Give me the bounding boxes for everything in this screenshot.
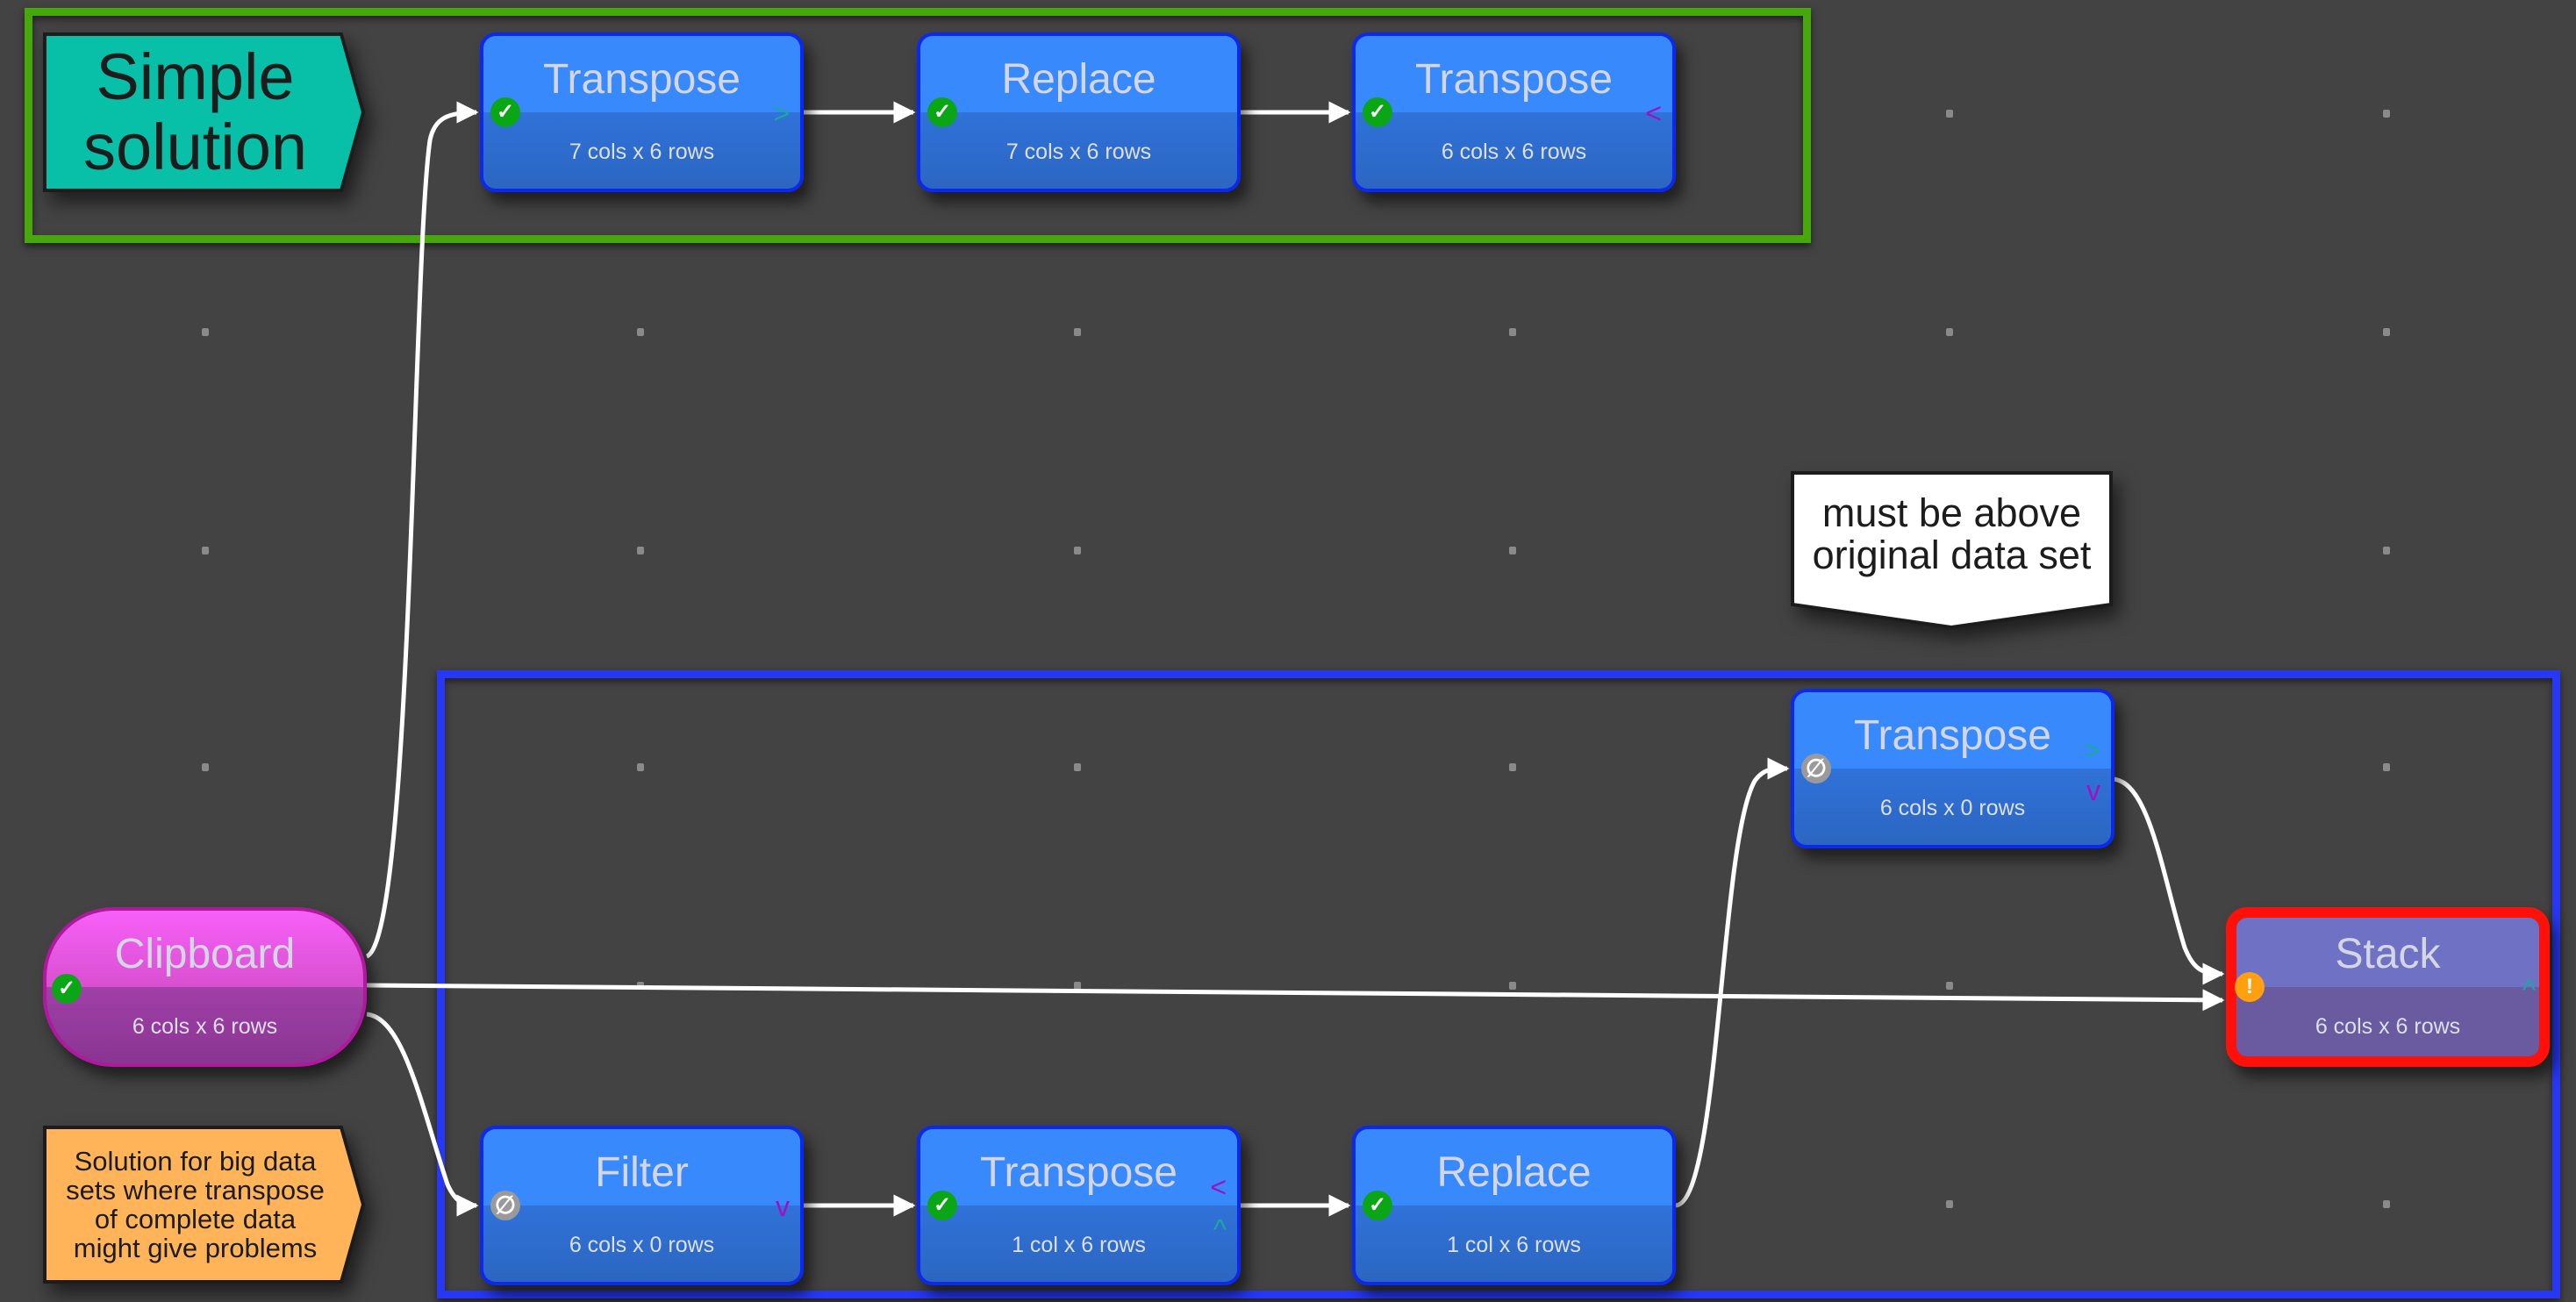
edge-replace-to-upper-transpose[interactable] xyxy=(1675,757,1790,1208)
node-clipboard[interactable]: Clipboard 6 cols x 6 rows ✓ xyxy=(43,907,367,1067)
empty-set-icon: ∅ xyxy=(490,1191,520,1220)
grid-dot xyxy=(637,328,644,336)
callout-must-be-above[interactable]: must be above original data set xyxy=(1791,471,2113,629)
node-top-transpose-1[interactable]: Transpose 7 cols x 6 rows ✓ > xyxy=(480,32,804,192)
grid-dot xyxy=(1946,328,1953,336)
node-size: 6 cols x 0 rows xyxy=(569,1233,715,1257)
warning-icon: ! xyxy=(2235,972,2265,1002)
output-port-right-icon[interactable]: > xyxy=(2084,734,2100,766)
empty-set-icon: ∅ xyxy=(1801,754,1831,783)
callout-big-data-shape xyxy=(43,1126,365,1284)
check-icon: ✓ xyxy=(1363,97,1392,127)
node-size: 1 col x 6 rows xyxy=(1012,1233,1146,1257)
edge-clipboard-to-top-transpose[interactable] xyxy=(365,101,479,959)
node-size: 6 cols x 6 rows xyxy=(1441,140,1587,164)
output-port-down-icon[interactable]: v xyxy=(776,1191,790,1222)
node-top-transpose-2[interactable]: Transpose 6 cols x 6 rows ✓ < xyxy=(1352,32,1676,192)
grid-dot xyxy=(1946,110,1953,118)
node-title: Clipboard xyxy=(114,931,296,977)
check-icon: ✓ xyxy=(927,97,957,127)
node-size: 6 cols x 0 rows xyxy=(1879,796,2026,820)
grid-dot xyxy=(2383,547,2390,554)
node-bottom-replace[interactable]: Replace 1 col x 6 rows ✓ xyxy=(1352,1126,1676,1285)
callout-simple-solution[interactable]: Simple solution xyxy=(43,32,365,192)
grid-dot xyxy=(202,328,209,336)
node-title: Transpose xyxy=(980,1149,1177,1196)
grid-dot xyxy=(1074,328,1081,336)
callout-simple-solution-shape xyxy=(43,32,365,192)
grid-dot xyxy=(2383,110,2390,118)
grid-dot xyxy=(637,763,644,771)
edge-clipboard-to-filter[interactable] xyxy=(366,1012,479,1217)
grid-dot xyxy=(1946,1200,1953,1208)
node-title: Filter xyxy=(595,1149,689,1196)
node-size: 6 cols x 6 rows xyxy=(2315,1014,2461,1039)
grid-dot xyxy=(1074,982,1081,990)
check-icon: ✓ xyxy=(490,97,520,127)
node-title: Transpose xyxy=(1854,712,2051,759)
node-top-replace[interactable]: Replace 7 cols x 6 rows ✓ xyxy=(917,32,1241,192)
output-port-left-icon[interactable]: < xyxy=(1645,97,1662,129)
edge-clipboard-to-stack[interactable] xyxy=(366,983,2225,1012)
output-port-left-icon[interactable]: < xyxy=(1210,1171,1227,1203)
grid-dot xyxy=(2383,1200,2390,1208)
callout-big-data[interactable]: Solution for big data sets where transpo… xyxy=(43,1126,365,1284)
output-port-right-icon[interactable]: > xyxy=(773,97,790,129)
grid-dot xyxy=(202,763,209,771)
node-title: Replace xyxy=(1436,1149,1592,1196)
callout-must-be-above-shape xyxy=(1791,471,2113,629)
grid-dot xyxy=(637,547,644,554)
callout-simple-solution-text: Simple solution xyxy=(82,40,308,183)
callout-big-data-text: Solution for big data sets where transpo… xyxy=(66,1146,325,1263)
grid-dot xyxy=(2383,328,2390,336)
node-bottom-transpose[interactable]: Transpose 1 col x 6 rows ✓ < ^ xyxy=(917,1126,1241,1285)
node-title: Transpose xyxy=(1415,56,1613,103)
grid-dot xyxy=(1074,547,1081,554)
check-icon: ✓ xyxy=(1363,1191,1392,1220)
node-size: 6 cols x 6 rows xyxy=(132,1014,278,1039)
check-icon: ✓ xyxy=(927,1191,957,1220)
node-filter[interactable]: Filter 6 cols x 0 rows ∅ v xyxy=(480,1126,804,1285)
grid-dot xyxy=(2383,763,2390,771)
group-simple-solution[interactable] xyxy=(25,8,1811,243)
grid-dot xyxy=(1509,328,1516,336)
output-port-down-icon[interactable]: v xyxy=(2086,775,2100,806)
node-size: 7 cols x 6 rows xyxy=(1005,140,1152,164)
edge-upper-transpose-to-stack[interactable] xyxy=(2112,776,2225,985)
check-icon: ✓ xyxy=(52,974,82,1004)
callout-must-be-above-text: must be above original data set xyxy=(1812,490,2092,577)
grid-dot xyxy=(202,547,209,554)
grid-dot xyxy=(1509,763,1516,771)
node-size: 1 col x 6 rows xyxy=(1447,1233,1581,1257)
node-upper-transpose[interactable]: Transpose 6 cols x 0 rows ∅ > v xyxy=(1791,689,2114,848)
node-stack[interactable]: Stack 6 cols x 6 rows ! ^ xyxy=(2226,907,2550,1067)
grid-dot xyxy=(1509,982,1516,990)
grid-dot xyxy=(1509,547,1516,554)
output-port-up-icon[interactable]: ^ xyxy=(1213,1213,1227,1245)
grid-dot xyxy=(1074,763,1081,771)
output-port-up-icon[interactable]: ^ xyxy=(2522,974,2536,1005)
node-title: Replace xyxy=(1001,56,1156,103)
node-title: Transpose xyxy=(543,56,741,103)
node-title: Stack xyxy=(2335,931,2441,977)
node-size: 7 cols x 6 rows xyxy=(569,140,715,164)
grid-dot xyxy=(1946,982,1953,990)
